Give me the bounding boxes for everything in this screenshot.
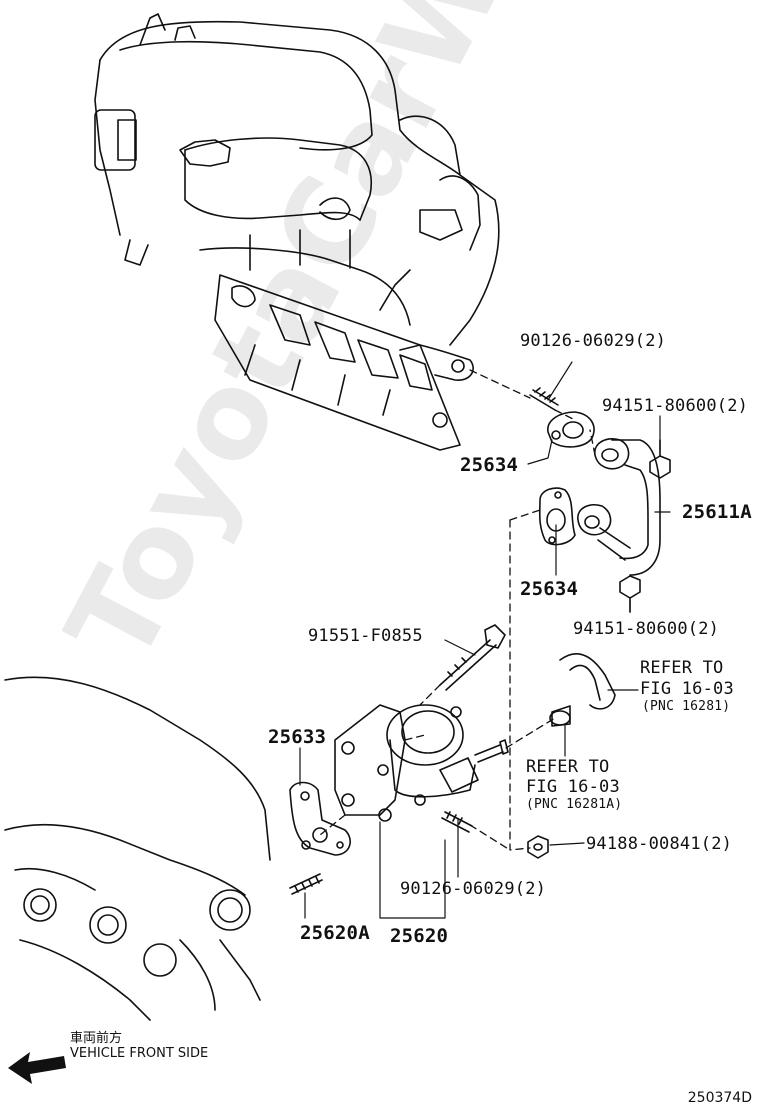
egr-pipe xyxy=(577,438,661,576)
refer2-line2: FIG 16-03 xyxy=(526,777,620,797)
label-94151-top: 94151-80600(2) xyxy=(602,396,749,416)
hose xyxy=(549,653,616,727)
gasket-mid xyxy=(538,487,576,546)
gasket-top xyxy=(547,411,595,448)
assembly-lines xyxy=(319,369,596,851)
refer1-line2: FIG 16-03 xyxy=(640,679,734,699)
front-label-english: VEHICLE FRONT SIDE xyxy=(70,1046,209,1061)
label-25611a: 25611A xyxy=(682,501,752,523)
label-91551: 91551-F0855 xyxy=(308,626,423,646)
label-25620a: 25620A xyxy=(300,922,370,944)
refer2-line3: (PNC 16281A) xyxy=(526,797,623,812)
label-94151-mid: 94151-80600(2) xyxy=(573,619,720,639)
label-90126-top: 90126-06029(2) xyxy=(520,331,667,351)
front-label-japanese: 車両前方 xyxy=(70,1031,123,1046)
gasket-valve xyxy=(289,781,351,856)
label-25634-mid: 25634 xyxy=(520,578,579,600)
label-90126-bottom: 90126-06029(2) xyxy=(400,879,547,899)
egr-valve xyxy=(334,704,509,822)
stud-bottom xyxy=(441,811,473,833)
figure-code: 250374D xyxy=(687,1090,752,1106)
refer1-line1: REFER TO xyxy=(640,658,724,678)
stud-left xyxy=(289,873,323,895)
nut-bottom xyxy=(527,835,549,859)
cylinder-head-drawing xyxy=(4,676,271,1021)
label-25620: 25620 xyxy=(390,925,449,947)
front-arrow-icon xyxy=(8,1052,66,1084)
flange-bolt xyxy=(439,624,506,691)
label-25634-top: 25634 xyxy=(460,454,519,476)
leader-lines xyxy=(299,361,671,919)
refer2-line1: REFER TO xyxy=(526,757,610,777)
refer1-line3: (PNC 16281) xyxy=(642,699,731,714)
label-25633: 25633 xyxy=(268,726,327,748)
intake-manifold-drawing xyxy=(94,13,500,451)
label-94188: 94188-00841(2) xyxy=(586,834,733,854)
stud-bolt-top xyxy=(529,387,559,411)
